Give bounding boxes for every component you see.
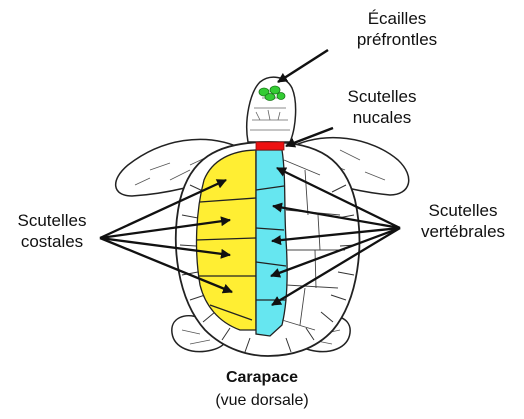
prefrontal-arrow [278,50,328,82]
label-prefrontal-line1: Écailles [334,8,460,29]
label-nuchal-line1: Scutelles [328,86,436,107]
label-costal-line2: costales [0,231,104,252]
caption-subtitle: (vue dorsale) [0,392,524,410]
label-costal-line1: Scutelles [0,210,104,231]
caption-title: Carapace [0,369,524,387]
label-costal-scutes: Scutelles costales [0,210,104,252]
label-vertebral-scutes: Scutelles vertébrales [404,200,522,242]
nuchal-scute [256,142,284,150]
label-prefrontal-scales: Écailles préfrontles [334,8,460,50]
label-prefrontal-line2: préfrontles [334,29,460,50]
label-nuchal-line2: nucales [328,107,436,128]
vertebral-scutes [256,150,287,336]
label-vertebral-line2: vertébrales [404,221,522,242]
label-nuchal-scutes: Scutelles nucales [328,86,436,128]
label-vertebral-line1: Scutelles [404,200,522,221]
